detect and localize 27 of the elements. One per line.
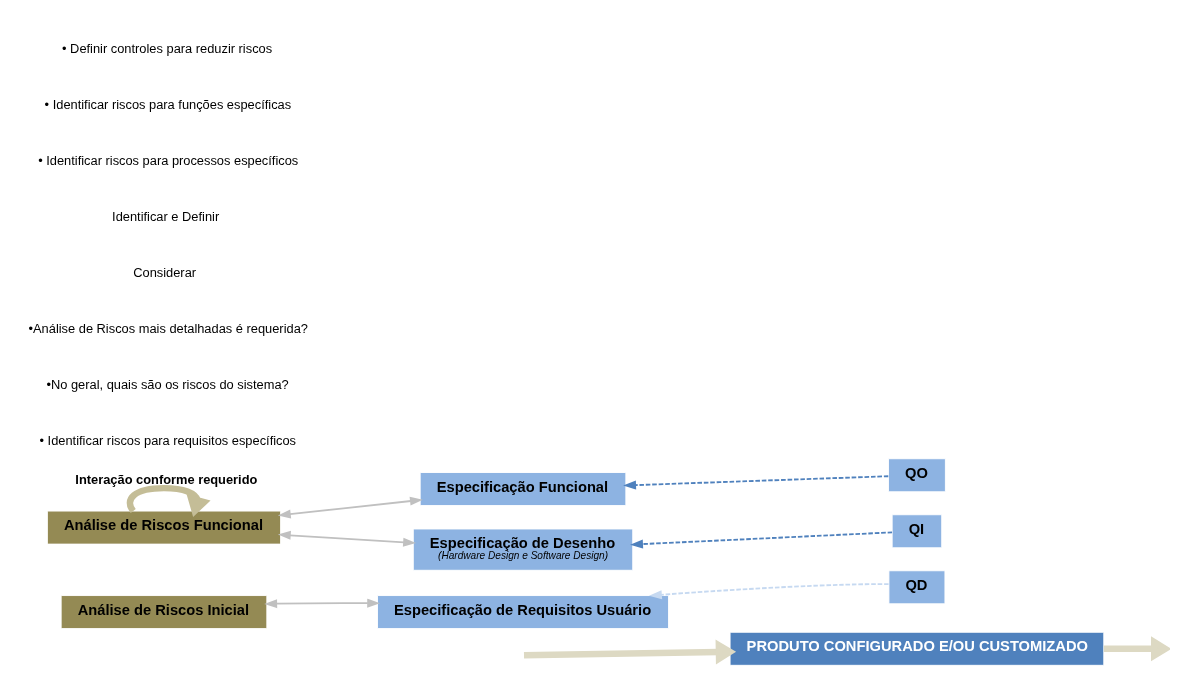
node-box: QO	[888, 457, 946, 492]
label: •No geral, quais são os riscos do sistema?	[46, 376, 289, 392]
node-box: QD	[888, 569, 946, 604]
label: • Identificar riscos para funções específicas	[44, 96, 292, 112]
node-box: QI	[891, 513, 943, 548]
arrow	[277, 530, 416, 547]
arrow	[649, 582, 890, 599]
arrow	[623, 474, 890, 490]
label: • Identificar riscos para processos específicos	[38, 152, 299, 168]
node-box: Análise de Riscos Inicial	[60, 594, 268, 629]
node-box: Especificação de Requisitos Usuário	[377, 594, 669, 629]
node-box: Especificação de Desenho (Hardware Design e Software Design)	[412, 528, 634, 571]
edge-label: Interação conforme requerido	[75, 471, 258, 487]
arrow	[630, 530, 893, 549]
node-box: Especificação Funcional	[419, 471, 627, 506]
arrow	[126, 484, 211, 517]
label: Considerar	[133, 264, 197, 280]
arrow	[277, 496, 423, 518]
label: •Análise de Riscos mais detalhadas é requerida?	[28, 320, 308, 336]
arrow	[523, 639, 737, 665]
label: Identificar e Definir	[112, 208, 220, 224]
arrow	[1103, 635, 1170, 661]
label: • Definir controles para reduzir riscos	[62, 40, 273, 56]
label: • Identificar riscos para requisitos específicos	[39, 432, 297, 448]
node-box: PRODUTO CONFIGURADO E/OU CUSTOMIZADO	[729, 631, 1105, 666]
arrow	[264, 598, 381, 608]
node-box: Análise de Riscos Funcional	[46, 510, 282, 545]
